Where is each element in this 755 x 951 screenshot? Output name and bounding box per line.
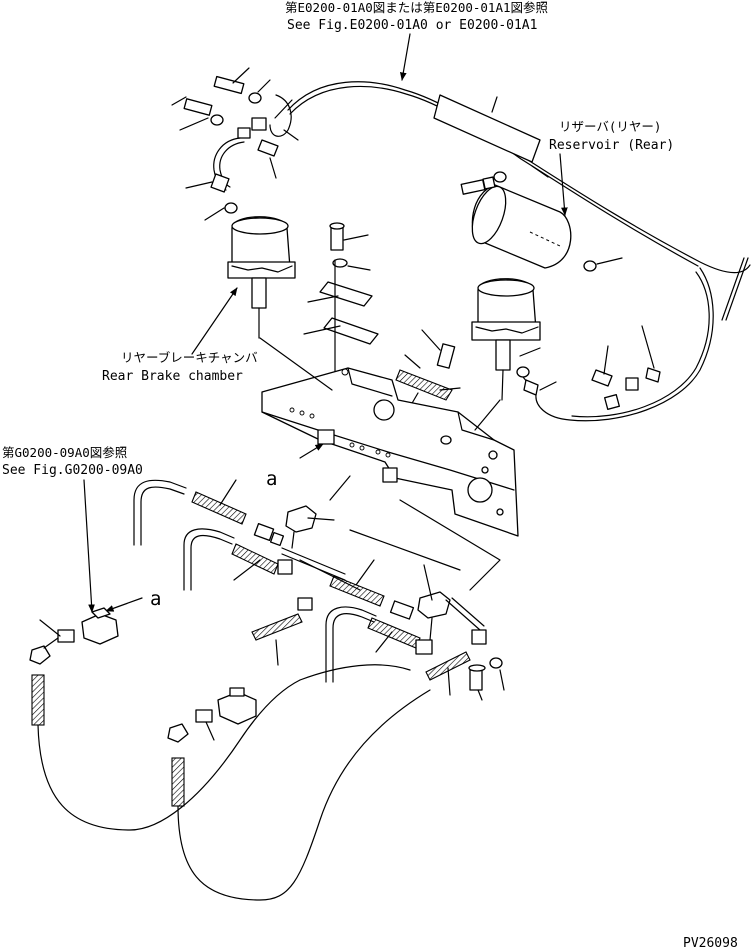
right-side-clips <box>591 325 661 410</box>
leader-arrows <box>83 33 568 613</box>
ref-e0200-label-en: See Fig.E0200-01A0 or E0200-01A1 <box>287 18 537 33</box>
rear-brake-label-jp: リヤーブレーキチャンバ <box>121 350 258 365</box>
ref-g0200-label-en: See Fig.G0200-09A0 <box>2 463 143 478</box>
rear-brake-chamber-left <box>227 216 296 339</box>
rear-brake-label-en: Rear Brake chamber <box>102 369 243 384</box>
drawing-number: PV26098 <box>683 936 738 951</box>
center-hardware <box>303 222 461 459</box>
relay-valve-lower-left <box>29 607 411 831</box>
lower-hose-system <box>133 479 505 701</box>
clamp-bracket-top <box>433 94 549 178</box>
callout-a-lower: a <box>150 588 161 610</box>
reservoir-label-en: Reservoir (Rear) <box>549 138 674 153</box>
upper-left-fittings <box>171 67 299 221</box>
ref-g0200-label-jp: 第G0200-09A0図参照 <box>2 445 127 460</box>
reservoir-bolt <box>460 171 507 195</box>
axle-frame <box>259 337 519 591</box>
reservoir-rear <box>471 184 623 272</box>
callout-a-upper: a <box>266 468 277 490</box>
rear-brake-chamber-right <box>471 278 557 401</box>
relay-valve-bottom <box>167 687 431 901</box>
reservoir-label-jp: リザーバ(リヤー) <box>559 119 661 134</box>
ref-e0200-label-jp: 第E0200-01A0図または第E0200-01A1図参照 <box>285 0 548 15</box>
